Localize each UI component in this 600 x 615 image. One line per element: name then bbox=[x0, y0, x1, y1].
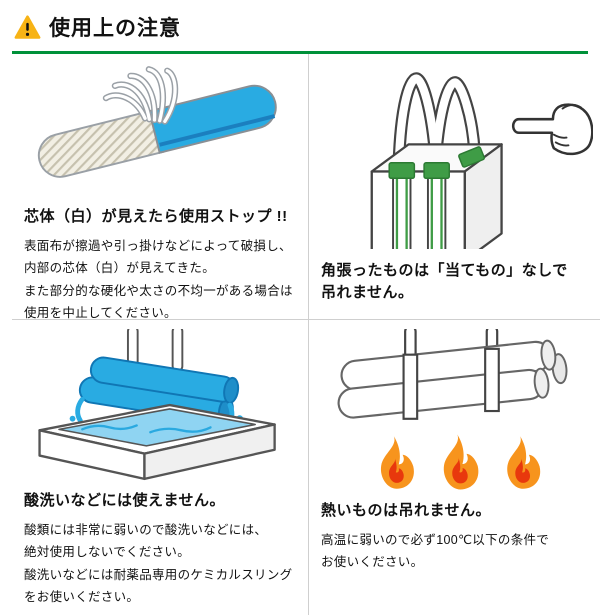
liquid-waves bbox=[81, 424, 212, 434]
straps bbox=[392, 170, 447, 249]
section-body: 表面布が擦過や引っ掛けなどによって破損し、 内部の芯体（白）が見えてきた。 また… bbox=[24, 238, 293, 321]
angular-load-illustration bbox=[321, 62, 593, 250]
pointing-hand-icon bbox=[511, 103, 593, 156]
section-heading: 熱いものは吊れません。 bbox=[321, 502, 492, 519]
corner-pads bbox=[388, 146, 485, 180]
strap-wrap bbox=[402, 347, 500, 420]
flames bbox=[380, 434, 541, 490]
frayed-sling-illustration bbox=[24, 62, 296, 202]
flame-icon bbox=[507, 436, 541, 489]
hot-load-illustration bbox=[321, 328, 593, 496]
section-heading: 酸洗いなどには使えません。 bbox=[24, 492, 226, 509]
page-title: 使用上の注意 bbox=[49, 17, 181, 40]
warning-triangle-icon bbox=[14, 14, 41, 39]
sling-loops bbox=[392, 72, 481, 171]
section-hot-loads: 熱いものは吊れません。 高温に弱いので必ず100℃以下の条件で お使いください。 bbox=[309, 320, 600, 615]
sling-core bbox=[37, 109, 165, 178]
flame-icon bbox=[443, 434, 479, 490]
section-angular-loads: 角張ったものは「当てもの」なしで 吊れません。 bbox=[309, 54, 600, 320]
section-body: 酸類には非常に弱いので酸洗いなどには、 絶対使用しないでください。 酸洗いなどに… bbox=[24, 522, 293, 605]
page-header: 使用上の注意 bbox=[12, 8, 588, 54]
section-heading: 芯体（白）が見えたら使用ストップ !! bbox=[24, 208, 288, 225]
section-core-exposed: 芯体（白）が見えたら使用ストップ !! 表面布が擦過や引っ掛けなどによって破損し… bbox=[12, 54, 309, 320]
precautions-grid: 芯体（白）が見えたら使用ストップ !! 表面布が擦過や引っ掛けなどによって破損し… bbox=[12, 54, 600, 615]
section-heading: 角張ったものは「当てもの」なしで 吊れません。 bbox=[321, 262, 568, 301]
sling-jacket bbox=[149, 85, 276, 153]
section-acid-washing: 酸洗いなどには使えません。 酸類には非常に弱いので酸洗いなどには、 絶対使用しな… bbox=[12, 320, 309, 615]
section-body: 高温に弱いので必ず100℃以下の条件で お使いください。 bbox=[321, 532, 550, 570]
acid-bath-illustration bbox=[24, 328, 296, 486]
hot-pipes bbox=[337, 339, 568, 419]
flame-icon bbox=[380, 436, 414, 489]
usage-precautions-page: 使用上の注意 bbox=[12, 8, 600, 615]
